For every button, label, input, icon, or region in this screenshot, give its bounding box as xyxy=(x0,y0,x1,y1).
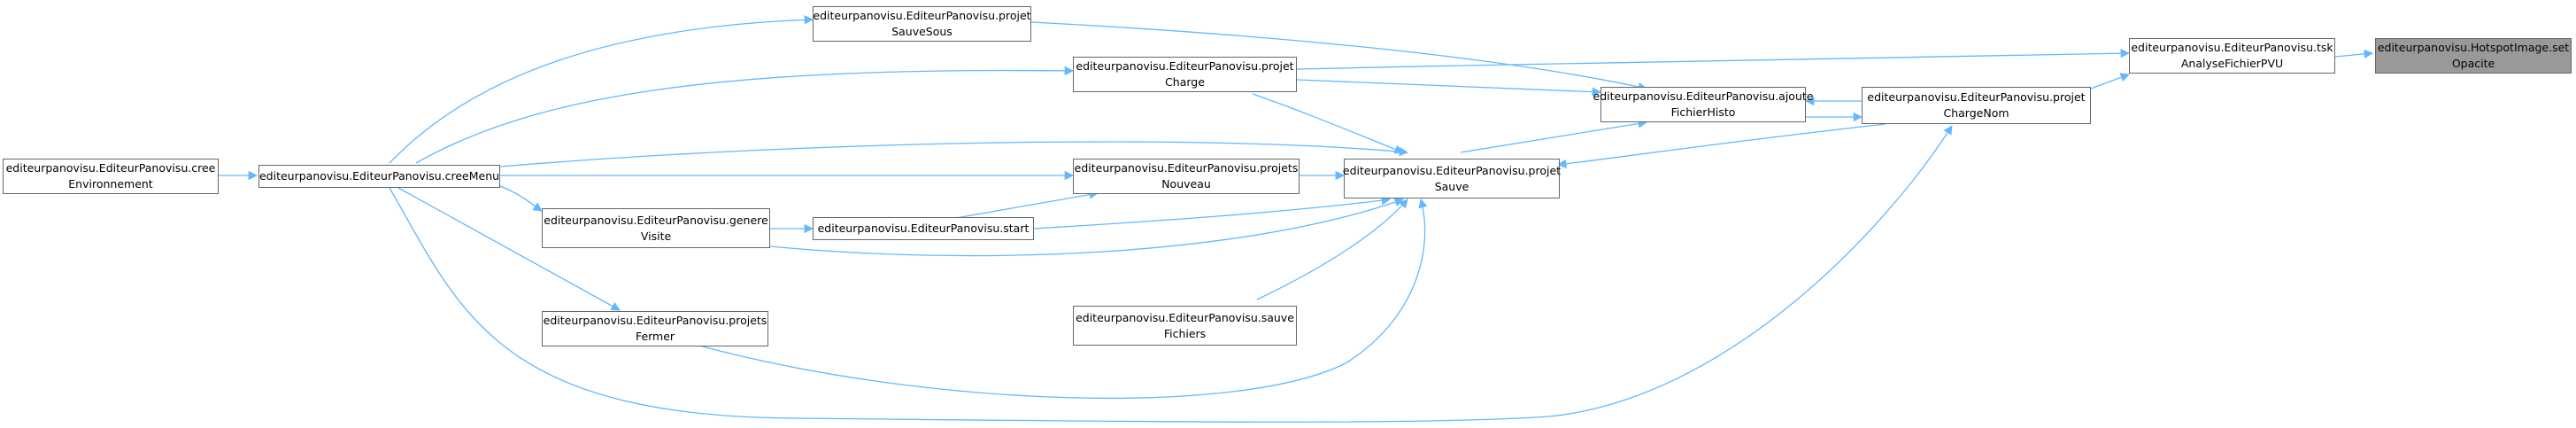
node-genere-visite[interactable]: editeurpanovisu.EditeurPanovisu.genere V… xyxy=(542,208,770,248)
edge-sauve-sous-to-ajoute xyxy=(1030,21,1648,92)
node-projets-nouveau-line2: Nouveau xyxy=(1161,177,1211,191)
node-cree-environnement-line1: editeurpanovisu.EditeurPanovisu.cree xyxy=(5,161,216,175)
node-set-opacite-line2: Opacite xyxy=(2451,57,2495,70)
node-tsk-analyse-fichier-pvu[interactable]: editeurpanovisu.EditeurPanovisu.tsk Anal… xyxy=(2129,38,2335,74)
node-projet-charge-nom-line1: editeurpanovisu.EditeurPanovisu.projet xyxy=(1867,90,2086,104)
node-projets-fermer-line2: Fermer xyxy=(635,330,675,343)
node-tsk-analyse-fichier-pvu-line1: editeurpanovisu.EditeurPanovisu.tsk xyxy=(2131,41,2333,54)
edge-cree-menu-to-sauve-sous xyxy=(389,15,814,164)
node-genere-visite-line1: editeurpanovisu.EditeurPanovisu.genere xyxy=(544,213,768,227)
node-projet-sauve-line2: Sauve xyxy=(1434,179,1469,193)
node-projet-charge-nom[interactable]: editeurpanovisu.EditeurPanovisu.projet C… xyxy=(1862,87,2091,124)
node-cree-environnement-line2: Environnement xyxy=(68,177,153,191)
node-projet-sauve-sous-line2: SauveSous xyxy=(891,25,953,38)
edge-charge-to-sauve xyxy=(1252,93,1404,154)
node-projet-sauve-sous[interactable]: editeurpanovisu.EditeurPanovisu.projet S… xyxy=(813,6,1031,42)
node-sauve-fichiers[interactable]: editeurpanovisu.EditeurPanovisu.sauve Fi… xyxy=(1073,306,1297,346)
edge-charge-to-ajoute xyxy=(1296,79,1602,97)
node-set-opacite: editeurpanovisu.HotspotImage.set Opacite xyxy=(2375,38,2572,74)
edge-sauve-to-ajoute xyxy=(1460,119,1648,153)
node-projet-charge-line1: editeurpanovisu.EditeurPanovisu.projet xyxy=(1076,59,1294,73)
node-start[interactable]: editeurpanovisu.EditeurPanovisu.start xyxy=(813,217,1034,240)
edge-cree-menu-to-fermer xyxy=(397,187,621,311)
edge-cree-menu-to-charge xyxy=(415,66,1075,164)
node-ajoute-fichier-histo[interactable]: editeurpanovisu.EditeurPanovisu.ajoute F… xyxy=(1593,87,1813,122)
node-cree-menu[interactable]: editeurpanovisu.EditeurPanovisu.creeMenu xyxy=(258,165,500,188)
node-projets-fermer[interactable]: editeurpanovisu.EditeurPanovisu.projets … xyxy=(542,311,768,346)
edge-sauve-fichiers-to-sauve xyxy=(1256,198,1408,300)
edge-genere-to-sauve xyxy=(769,198,1404,257)
edge-start-to-sauve xyxy=(1033,196,1392,230)
node-ajoute-fichier-histo-line2: FichierHisto xyxy=(1670,105,1736,119)
node-projet-charge-line2: Charge xyxy=(1165,75,1205,89)
node-projet-sauve-line1: editeurpanovisu.EditeurPanovisu.projet xyxy=(1342,163,1562,177)
edge-charge-to-tsk xyxy=(1296,49,2131,70)
node-cree-environnement[interactable]: editeurpanovisu.EditeurPanovisu.cree Env… xyxy=(3,159,219,194)
edge-tsk-to-set-opacite xyxy=(2334,49,2374,59)
node-set-opacite-line1: editeurpanovisu.HotspotImage.set xyxy=(2377,41,2570,54)
node-start-line1: editeurpanovisu.EditeurPanovisu.start xyxy=(817,222,1030,235)
node-projet-sauve-sous-line1: editeurpanovisu.EditeurPanovisu.projet xyxy=(813,9,1031,22)
edge-cree-menu-to-charge-nom xyxy=(389,125,1953,423)
edge-charge-nom-to-tsk xyxy=(2090,73,2130,89)
node-projets-fermer-line1: editeurpanovisu.EditeurPanovisu.projets xyxy=(543,314,767,327)
edge-start-to-nouveau xyxy=(955,190,1099,219)
node-projets-nouveau[interactable]: editeurpanovisu.EditeurPanovisu.projets … xyxy=(1073,159,1300,194)
node-cree-menu-line1: editeurpanovisu.EditeurPanovisu.creeMenu xyxy=(258,169,500,183)
edge-cree-menu-to-sauve xyxy=(499,141,1409,167)
node-sauve-fichiers-line2: Fichiers xyxy=(1163,326,1207,340)
node-ajoute-fichier-histo-line1: editeurpanovisu.EditeurPanovisu.ajoute xyxy=(1593,89,1814,103)
node-sauve-fichiers-line1: editeurpanovisu.EditeurPanovisu.sauve xyxy=(1076,310,1294,324)
edge-cree-menu-to-genere xyxy=(499,185,543,212)
node-projet-charge-nom-line2: ChargeNom xyxy=(1943,106,2009,120)
node-projet-sauve[interactable]: editeurpanovisu.EditeurPanovisu.projet S… xyxy=(1342,159,1562,198)
node-genere-visite-line2: Visite xyxy=(640,229,672,243)
node-tsk-analyse-fichier-pvu-line2: AnalyseFichierPVU xyxy=(2180,57,2284,70)
edge-fermer-to-sauve xyxy=(698,198,1428,400)
node-projet-charge[interactable]: editeurpanovisu.EditeurPanovisu.projet C… xyxy=(1073,57,1297,92)
edge-charge-nom-to-sauve xyxy=(1556,123,1886,169)
node-projets-nouveau-line1: editeurpanovisu.EditeurPanovisu.projets xyxy=(1074,161,1299,175)
